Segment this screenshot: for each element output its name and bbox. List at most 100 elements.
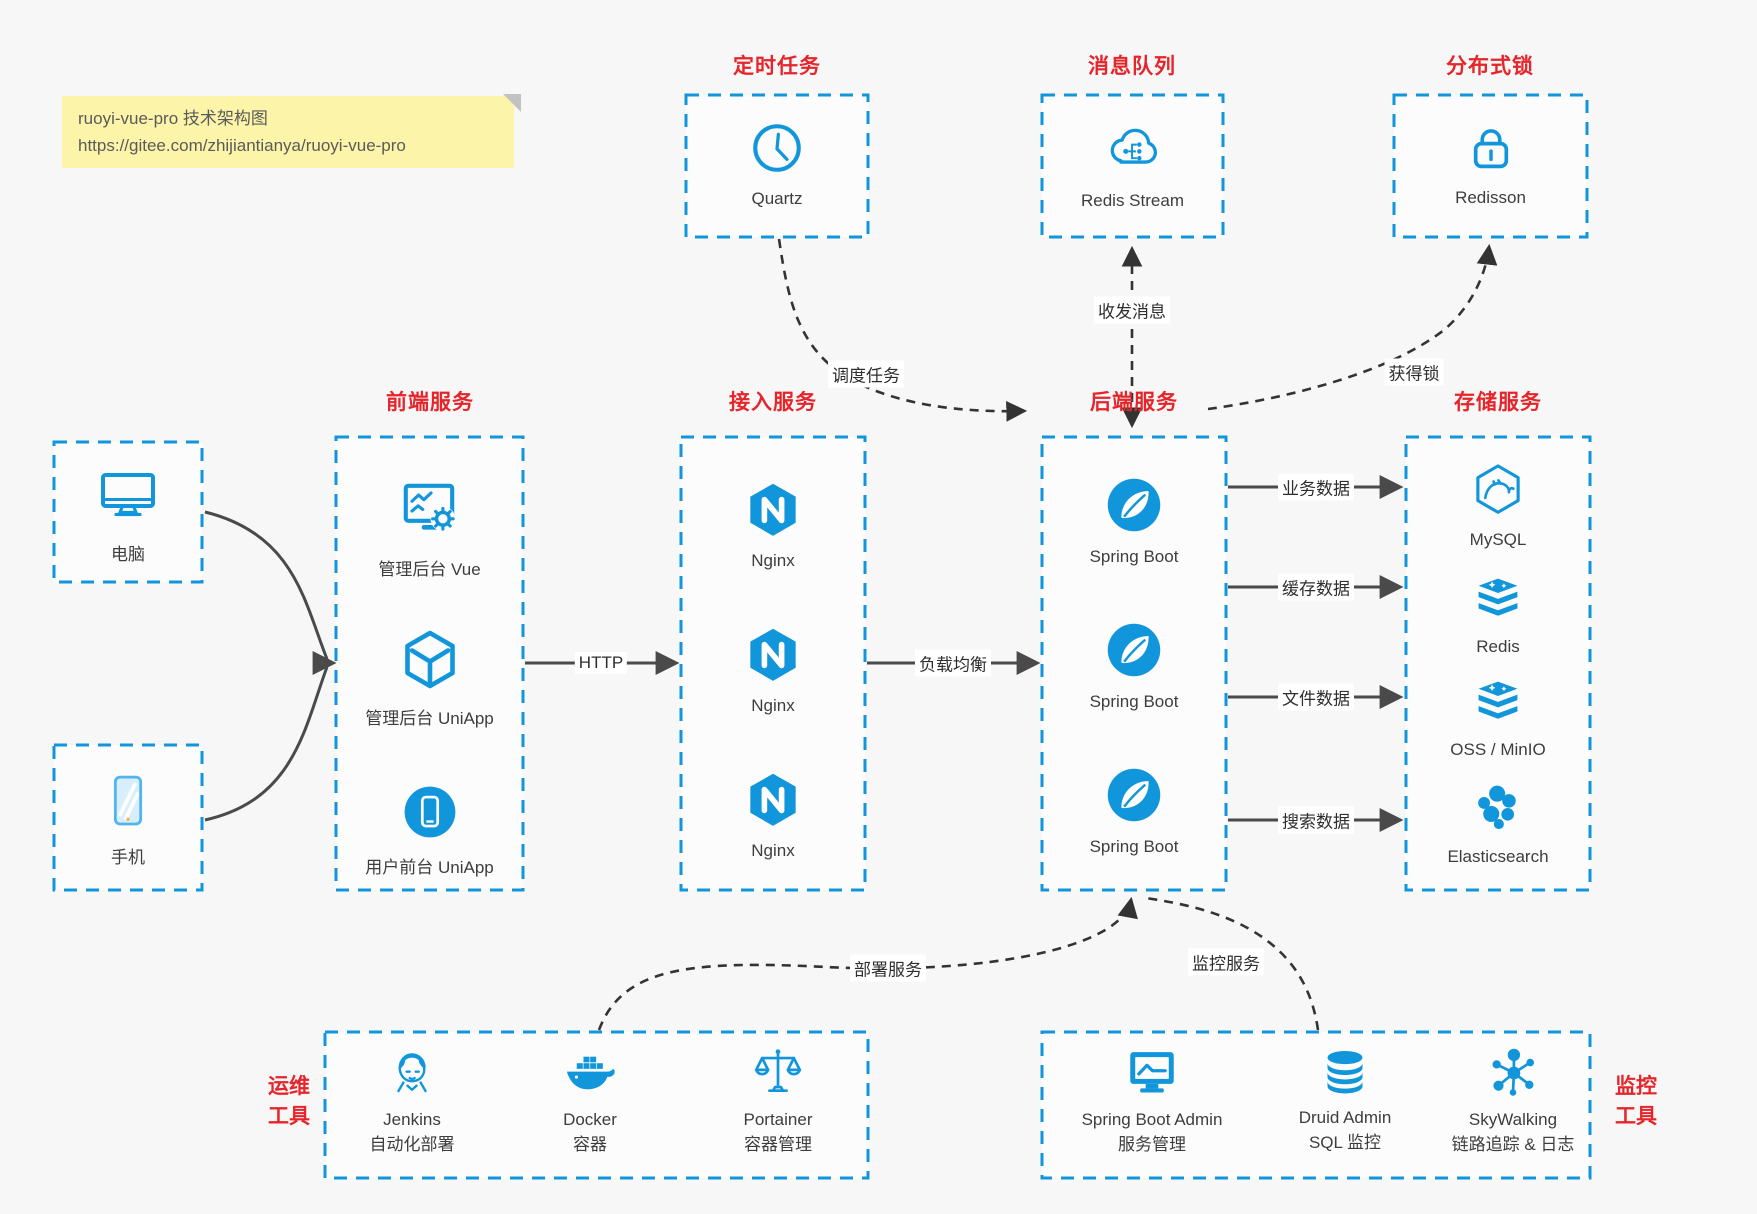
title-gateway: 接入服务 <box>729 391 817 414</box>
group-backend: Spring Boot Spring Boot Spring Boot <box>1042 437 1226 890</box>
group-monitor-tools: Spring Boot Admin 服务管理 Druid Admin SQL 监… <box>1042 1032 1590 1178</box>
node-skywalking: SkyWalking 链路追踪 & 日志 <box>1423 1044 1603 1157</box>
tool-sublabel: SQL 监控 <box>1308 1133 1382 1152</box>
tool-sublabel: 容器管理 <box>744 1135 812 1154</box>
tool-label: Jenkins <box>383 1110 441 1129</box>
group-frontend: 管理后台 Vue 管理后台 UniApp 用户前台 UniApp <box>336 437 523 890</box>
edge-label-cache-data: 缓存数据 <box>1278 573 1354 601</box>
node-nginx-2: Nginx <box>681 626 865 716</box>
node-mysql: MySQL <box>1406 462 1590 550</box>
group-gateway: Nginx Nginx Nginx <box>681 437 865 890</box>
node-label: Nginx <box>751 551 795 570</box>
node-admin-uniapp: 管理后台 UniApp <box>336 628 523 729</box>
node-spring-boot-2: Spring Boot <box>1042 620 1226 712</box>
node-label: 手机 <box>111 848 145 867</box>
node-label: Redisson <box>1455 188 1526 207</box>
desktop-icon <box>96 464 160 533</box>
edge-label-acquire-lock: 获得锁 <box>1384 358 1444 386</box>
node-label: Redis <box>1476 637 1520 656</box>
edge-label-file-data: 文件数据 <box>1278 683 1354 711</box>
node-oss-minio: OSS / MinIO <box>1406 674 1590 760</box>
uniapp-cube-icon <box>398 628 462 697</box>
node-label: Nginx <box>751 841 795 860</box>
group-pc-client: 电脑 <box>54 442 202 582</box>
node-label: 管理后台 UniApp <box>365 709 494 728</box>
redis-stack-icon <box>1471 571 1525 630</box>
node-label: Spring Boot <box>1089 837 1179 856</box>
node-druid-admin: Druid Admin SQL 监控 <box>1255 1044 1435 1155</box>
group-redisson: Redisson <box>1394 95 1587 237</box>
nginx-icon <box>744 481 802 544</box>
edge-label-monitor: 监控服务 <box>1188 948 1264 976</box>
edge-label-http: HTTP <box>574 652 628 674</box>
group-ops-tools: Jenkins 自动化部署 Docker 容器 Portainer 容器管理 <box>325 1032 868 1178</box>
group-quartz: Quartz <box>686 95 868 237</box>
title-backend: 后端服务 <box>1090 391 1178 414</box>
edge-label-search-data: 搜索数据 <box>1278 806 1354 834</box>
skywalking-icon <box>1484 1044 1542 1107</box>
node-label: OSS / MinIO <box>1450 740 1546 759</box>
mysql-icon <box>1470 462 1526 523</box>
node-label: Spring Boot <box>1089 692 1179 711</box>
note-fold-corner <box>503 94 523 122</box>
node-label: Nginx <box>751 696 795 715</box>
tool-label: Druid Admin <box>1298 1108 1392 1127</box>
object-storage-icon <box>1471 674 1525 733</box>
node-label: Redis Stream <box>1081 191 1184 210</box>
node-label: 管理后台 Vue <box>378 560 481 579</box>
elasticsearch-icon <box>1471 781 1525 840</box>
node-quartz: Quartz <box>686 119 868 209</box>
node-spring-boot-1: Spring Boot <box>1042 475 1226 567</box>
nginx-icon <box>744 771 802 834</box>
tool-label: Docker <box>563 1110 617 1129</box>
group-mobile-client: 手机 <box>54 745 202 890</box>
label-ops-tools: 运维 工具 <box>268 1075 310 1128</box>
node-spring-boot-admin: Spring Boot Admin 服务管理 <box>1062 1044 1242 1157</box>
portainer-icon <box>749 1044 807 1107</box>
node-label: MySQL <box>1469 530 1527 549</box>
label-monitor-tools: 监控 工具 <box>1615 1075 1657 1128</box>
tool-sublabel: 自动化部署 <box>369 1135 455 1154</box>
spring-boot-icon <box>1104 765 1164 830</box>
node-user-uniapp: 用户前台 UniApp <box>336 783 523 878</box>
edge-label-message: 收发消息 <box>1094 296 1170 324</box>
edge-label-load-balance: 负载均衡 <box>915 649 991 677</box>
node-redis-stream: Redis Stream <box>1042 117 1223 211</box>
node-pc: 电脑 <box>54 464 202 565</box>
node-label: Elasticsearch <box>1447 847 1549 866</box>
node-jenkins: Jenkins 自动化部署 <box>327 1044 497 1157</box>
user-app-icon <box>401 783 459 846</box>
node-docker: Docker 容器 <box>505 1044 675 1157</box>
druid-icon <box>1317 1044 1373 1105</box>
cloud-message-icon <box>1102 117 1164 184</box>
docker-icon <box>561 1044 619 1107</box>
edge-acquire-lock <box>1207 243 1498 411</box>
node-label: 电脑 <box>111 545 145 564</box>
edge-pc-to-frontend <box>204 510 329 660</box>
title-message-queue: 消息队列 <box>1088 55 1176 78</box>
node-elasticsearch: Elasticsearch <box>1406 781 1590 867</box>
node-label: 用户前台 UniApp <box>365 858 494 877</box>
lock-icon <box>1463 120 1519 181</box>
node-redisson: Redisson <box>1394 120 1587 208</box>
jenkins-icon <box>383 1044 441 1107</box>
sticky-note: ruoyi-vue-pro 技术架构图 https://gitee.com/zh… <box>62 94 521 168</box>
group-message-queue: Redis Stream <box>1042 95 1223 237</box>
node-portainer: Portainer 容器管理 <box>693 1044 863 1157</box>
clock-icon <box>748 119 806 182</box>
tool-sublabel: 服务管理 <box>1118 1135 1186 1154</box>
title-frontend: 前端服务 <box>386 391 474 414</box>
group-storage: MySQL Redis OSS / MinIO Elasticsearch <box>1406 437 1590 890</box>
edge-label-business-data: 业务数据 <box>1278 473 1354 501</box>
node-spring-boot-3: Spring Boot <box>1042 765 1226 857</box>
note-title: ruoyi-vue-pro 技术架构图 <box>78 109 268 128</box>
edge-mobile-to-frontend <box>204 666 329 822</box>
tool-label: Portainer <box>743 1110 813 1129</box>
title-storage: 存储服务 <box>1454 391 1542 414</box>
title-distributed-lock: 分布式锁 <box>1446 55 1534 78</box>
edge-label-schedule-task: 调度任务 <box>828 360 904 388</box>
node-nginx-3: Nginx <box>681 771 865 861</box>
tool-label: Spring Boot Admin <box>1081 1110 1223 1129</box>
admin-vue-icon <box>397 477 463 548</box>
spring-boot-icon <box>1104 475 1164 540</box>
